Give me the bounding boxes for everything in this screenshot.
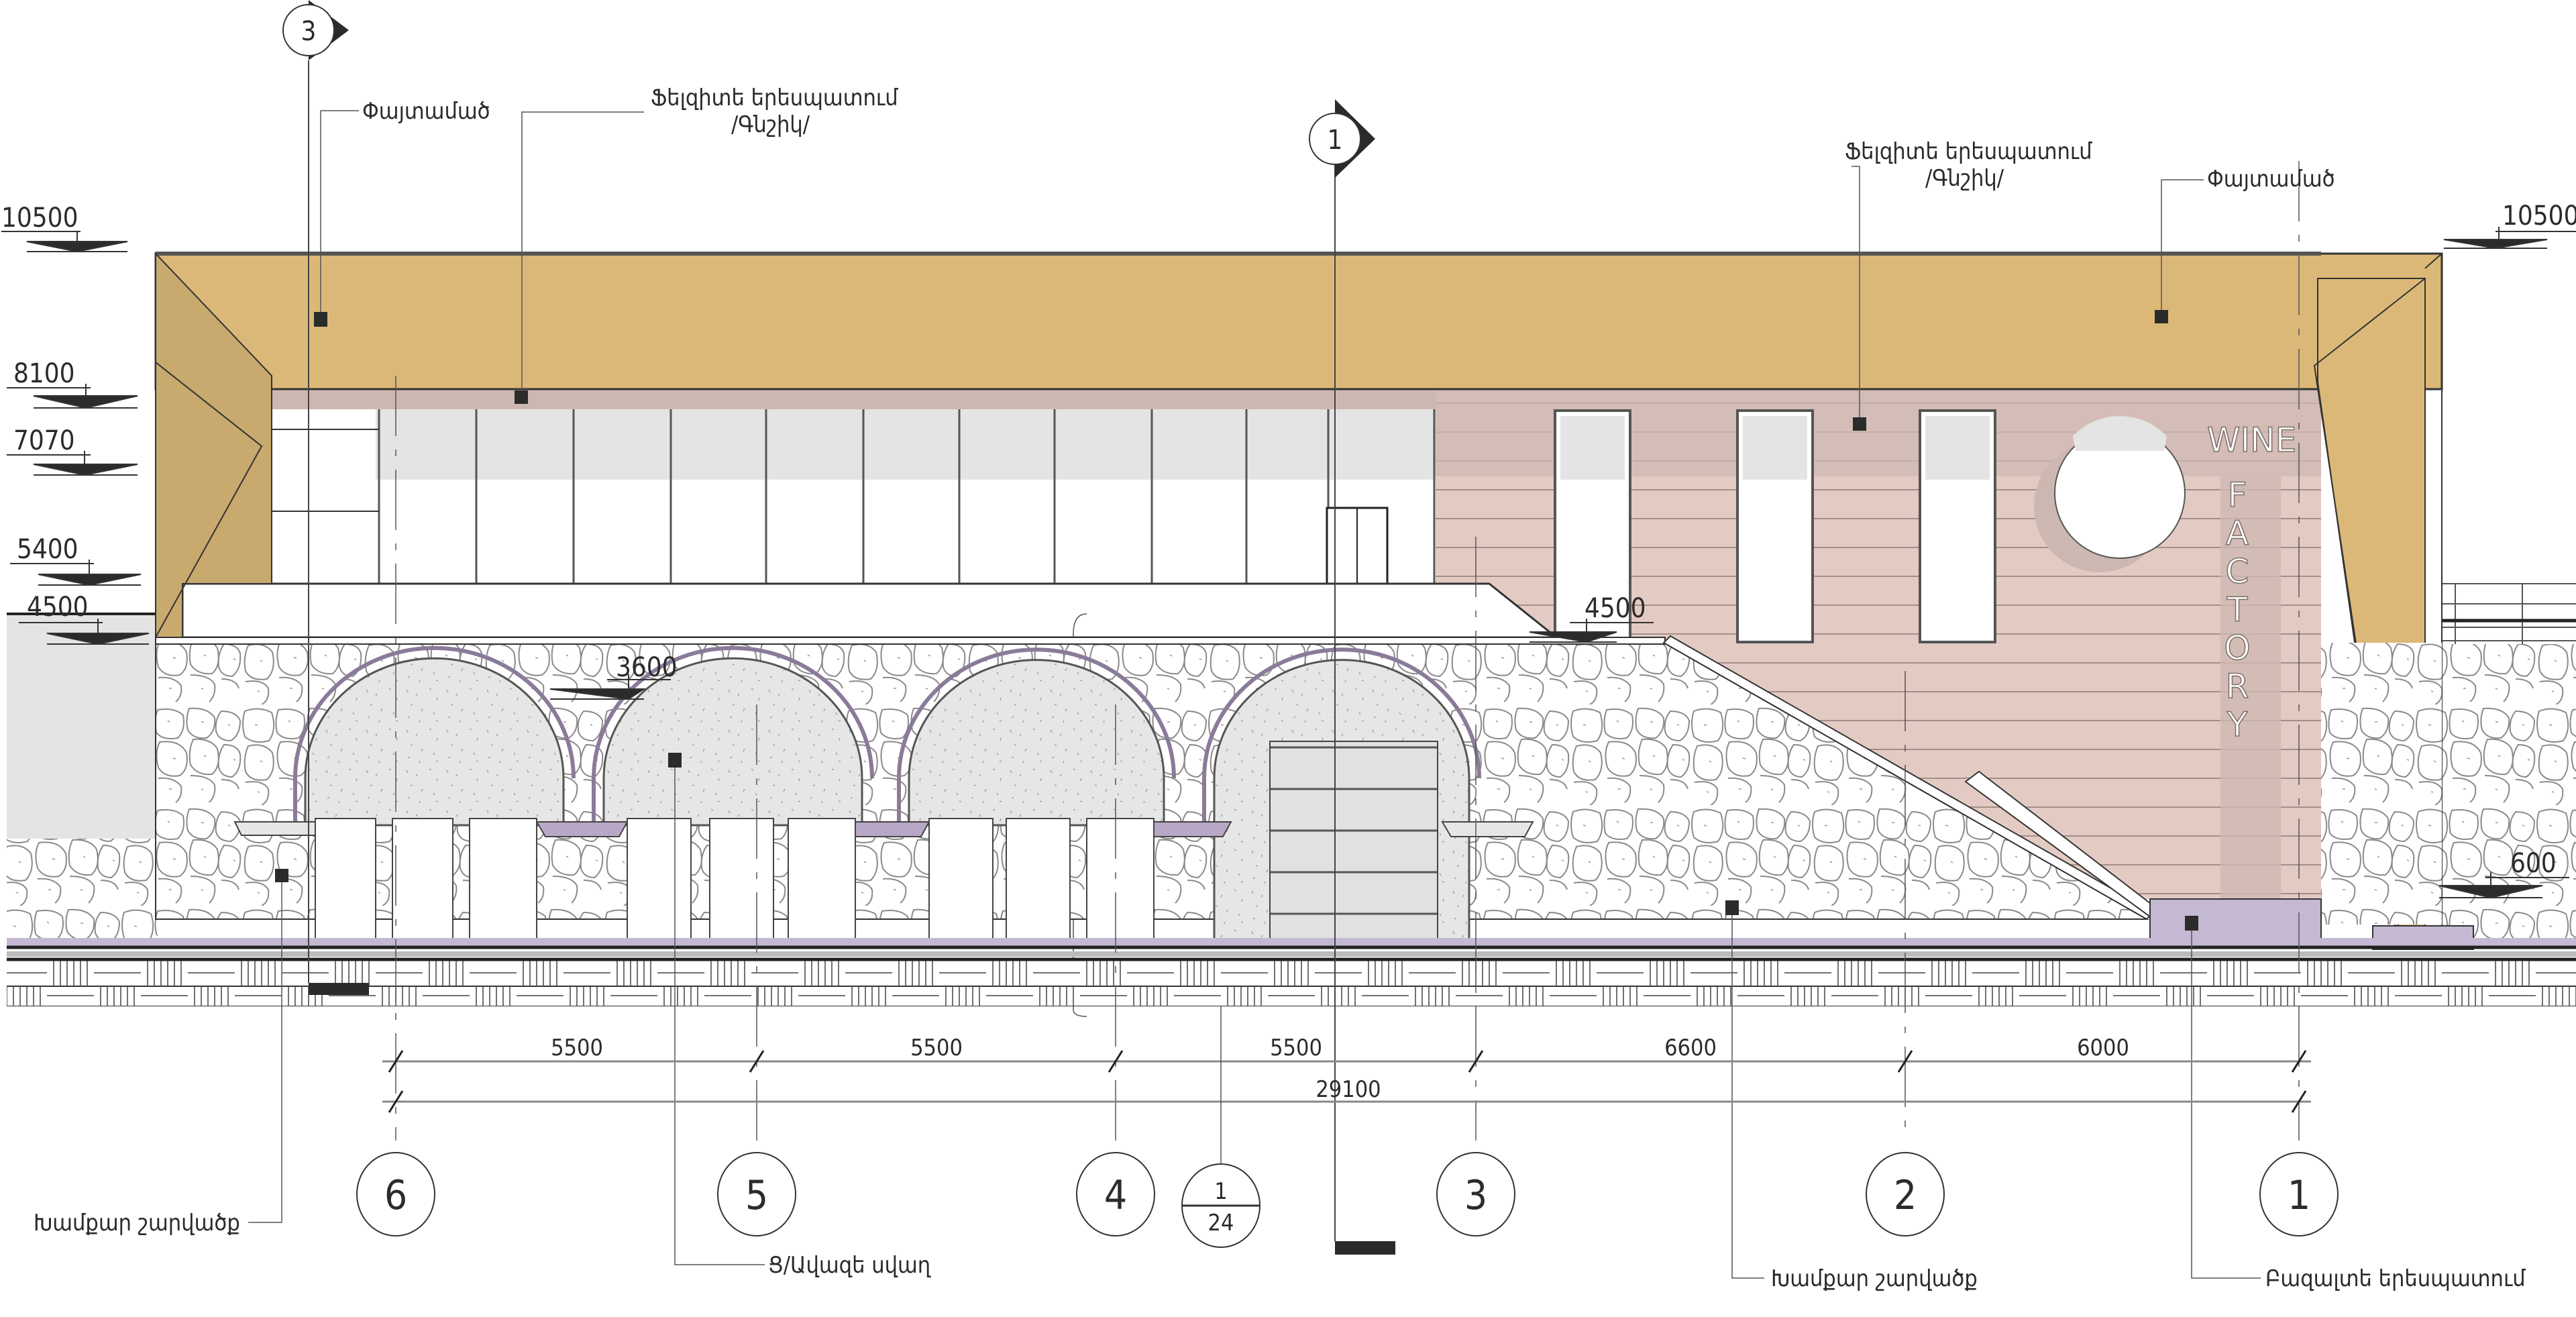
level-mark: 600 <box>2438 848 2569 899</box>
dimension-span: 5500 <box>910 1035 963 1061</box>
right-terrain <box>2442 583 2576 946</box>
section-cut-mark <box>309 983 369 995</box>
svg-text:Բազալտե երեսպատում: Բազալտե երեսպատում <box>2265 1265 2526 1292</box>
svg-text:7070: 7070 <box>13 425 75 456</box>
arcade <box>233 645 1534 941</box>
axis-bubble-1: 1 <box>2259 1152 2339 1236</box>
level-mark: 8100 <box>7 358 138 409</box>
svg-text:1: 1 <box>2288 1172 2310 1219</box>
level-mark: 3600 <box>549 652 678 700</box>
dimension-chain: 5500 5500 5500 6600 6000 29100 <box>382 1035 2311 1113</box>
sign-letter: R <box>2226 667 2249 706</box>
arch-1 <box>293 645 576 827</box>
svg-text:Խամքար շարվածք: Խամքար շարվածք <box>34 1210 240 1236</box>
note-felsite-cladding-right: Ֆելզիտե երեսպատում /Գնշիկ/ <box>1845 138 2092 431</box>
glass-curtain-wall <box>268 389 1436 585</box>
ground-foundation <box>7 938 2576 1006</box>
level-mark: 4500 <box>1529 593 1654 643</box>
wine-factory-sign: WINE F A C T O R Y <box>2206 420 2297 745</box>
arch-3 <box>897 647 1176 827</box>
svg-text:Փայտամած: Փայտամած <box>2207 166 2335 193</box>
sign-letter: Y <box>2226 705 2248 744</box>
dimension-span: 5500 <box>551 1035 603 1061</box>
svg-text:4500: 4500 <box>1585 593 1646 624</box>
svg-text:1: 1 <box>1214 1178 1227 1205</box>
svg-text:10500: 10500 <box>2502 201 2576 231</box>
section-line-1 <box>1334 154 1395 1255</box>
note-timber-cladding-left: Փայտամած <box>314 98 490 327</box>
svg-text:2: 2 <box>1894 1172 1917 1219</box>
svg-text:Ց/Ավազե սվաղ: Ց/Ավազե սվաղ <box>768 1252 931 1279</box>
sign-letter: O <box>2224 629 2250 668</box>
level-mark: 4500 <box>19 592 150 645</box>
svg-text:Փայտամած: Փայտամած <box>362 98 490 125</box>
svg-text:Ֆելզիտե երեսպատում: Ֆելզիտե երեսպատում <box>1845 138 2092 165</box>
annotations: Փայտամած Ֆելզիտե երեսպատում /Գնշիկ/ Ֆելզ… <box>34 85 2526 1292</box>
axis-bubble-6: 6 <box>356 1152 435 1236</box>
sign-letter: T <box>2226 590 2248 629</box>
roof-fascia <box>154 252 2443 927</box>
level-marks-right: 10500 600 <box>2438 201 2576 899</box>
grid-axis-bubbles: 6 5 4 3 2 1 1 24 <box>356 1006 2339 1248</box>
svg-text:600: 600 <box>2510 848 2557 879</box>
arch-2 <box>592 645 874 827</box>
note-timber-cladding-right: Փայտամած <box>2155 166 2335 323</box>
note-rubble-masonry-right: Խամքար շարվածք <box>1725 900 1978 1292</box>
svg-text:5400: 5400 <box>17 534 78 565</box>
round-window <box>2034 416 2186 572</box>
rolling-shutter-door <box>1269 741 1438 940</box>
level-mark: 10500 <box>1 203 128 253</box>
svg-text:/Գնշիկ/: /Գնշիկ/ <box>1925 165 2004 192</box>
note-felsite-cladding-left: Ֆելզիտե երեսպատում /Գնշիկ/ <box>515 85 898 404</box>
axis-bubble-2: 2 <box>1866 1152 1945 1236</box>
svg-text:3600: 3600 <box>616 652 678 683</box>
svg-text:24: 24 <box>1208 1210 1234 1236</box>
sign-letter: C <box>2226 552 2249 591</box>
level-mark: 7070 <box>7 425 138 476</box>
level-marks-inner: 3600 4500 <box>549 593 1654 700</box>
svg-text:Խամքար շարվածք: Խամքար շարվածք <box>1771 1265 1978 1292</box>
dimension-span: 6600 <box>1664 1035 1717 1061</box>
svg-text:4: 4 <box>1104 1172 1127 1219</box>
sign-wine: WINE <box>2207 421 2296 460</box>
dimension-span: 6000 <box>2077 1035 2129 1061</box>
section-marker-label: 3 <box>301 16 317 47</box>
axis-bubble-5: 5 <box>717 1152 796 1236</box>
tall-windows <box>1554 409 1996 643</box>
note-rubble-masonry-left: Խամքար շարվածք <box>34 869 288 1236</box>
arch-4 <box>1202 647 1481 941</box>
left-terrain <box>7 613 158 946</box>
svg-text:5: 5 <box>745 1172 768 1219</box>
svg-text:3: 3 <box>1464 1172 1487 1219</box>
dimension-overall: 29100 <box>1316 1076 1381 1103</box>
section-marker-3: 3 <box>282 0 349 60</box>
svg-text:8100: 8100 <box>13 358 75 389</box>
note-basalt-cladding: Բազալտե երեսպատում <box>2185 916 2526 1292</box>
svg-text:4500: 4500 <box>27 592 89 623</box>
dimension-span: 5500 <box>1270 1035 1322 1061</box>
level-mark: 5400 <box>10 534 142 586</box>
level-marks-left: 10500 8100 7070 5400 4500 <box>1 203 150 645</box>
axis-bubble-3: 3 <box>1436 1152 1515 1236</box>
arcade-glazing <box>315 818 1155 940</box>
svg-text:10500: 10500 <box>1 203 78 233</box>
basalt-base <box>2149 898 2322 940</box>
level-mark: 10500 <box>2443 201 2576 250</box>
svg-text:/Գնշիկ/: /Գնշիկ/ <box>731 111 810 138</box>
note-sand-plaster: Ց/Ավազե սվաղ <box>668 753 931 1279</box>
section-marker-1: 1 <box>1309 99 1375 178</box>
detail-callout-1-24: 1 24 <box>1181 1006 1260 1248</box>
svg-text:6: 6 <box>384 1172 407 1219</box>
section-marker-label: 1 <box>1328 125 1343 156</box>
svg-text:Ֆելզիտե երեսպատում: Ֆելզիտե երեսպատում <box>651 85 898 111</box>
axis-bubble-4: 4 <box>1076 1152 1155 1236</box>
sign-letter: F <box>2228 476 2247 515</box>
sign-letter: A <box>2226 514 2249 553</box>
